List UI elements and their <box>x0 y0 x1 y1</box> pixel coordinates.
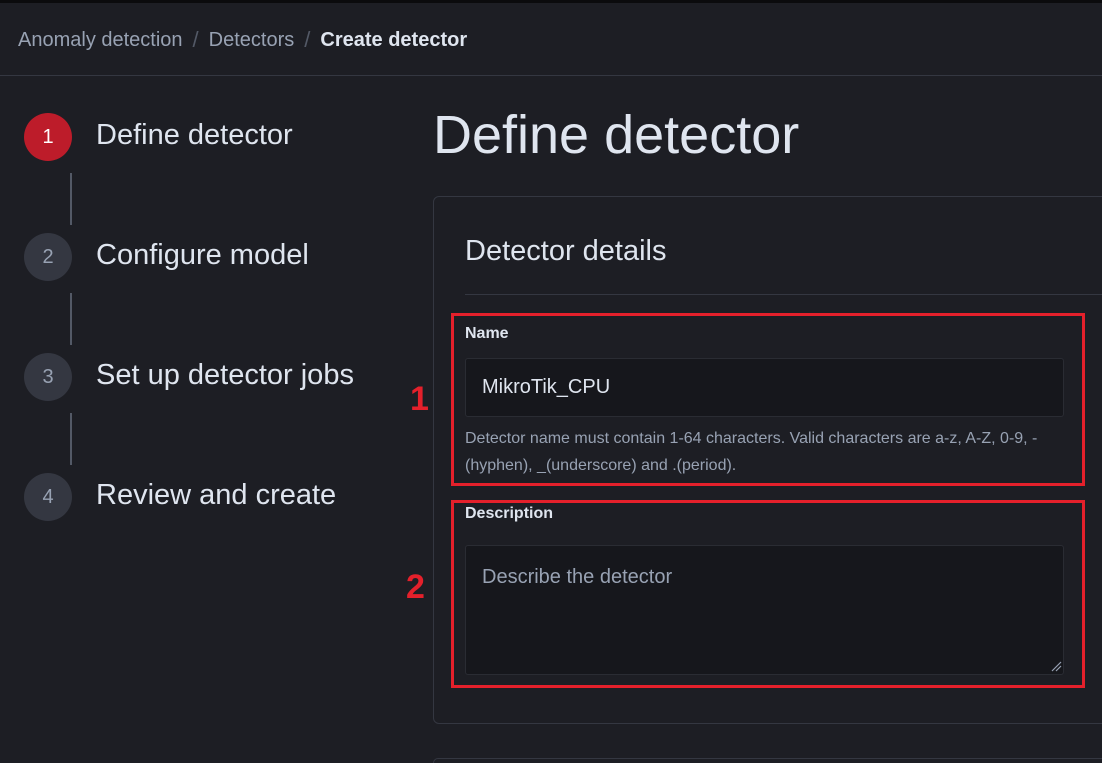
description-textarea[interactable] <box>465 545 1064 675</box>
panel-title: Detector details <box>465 235 667 267</box>
step-connector <box>70 293 72 345</box>
page-title: Define detector <box>433 105 800 165</box>
panel-divider <box>465 294 1102 295</box>
step-define-detector[interactable]: 1 Define detector <box>24 113 424 161</box>
breadcrumb: Anomaly detection / Detectors / Create d… <box>18 27 467 53</box>
annotation-number-2: 2 <box>406 568 425 606</box>
step-title: Review and create <box>96 479 337 511</box>
step-connector <box>70 413 72 465</box>
step-number: 3 <box>24 353 72 401</box>
step-number: 4 <box>24 473 72 521</box>
breadcrumb-separator: / <box>304 27 311 52</box>
step-connector <box>70 173 72 225</box>
step-review-and-create[interactable]: 4 Review and create <box>24 473 424 521</box>
step-title: Define detector <box>96 119 293 151</box>
step-set-up-detector-jobs[interactable]: 3 Set up detector jobs <box>24 353 424 401</box>
name-help-text: Detector name must contain 1-64 characte… <box>465 430 1038 474</box>
step-title: Set up detector jobs <box>96 359 354 391</box>
name-input[interactable] <box>465 358 1064 417</box>
annotation-box-2 <box>451 500 1085 688</box>
next-panel-edge <box>433 758 1102 763</box>
annotation-number-1: 1 <box>410 380 429 418</box>
breadcrumb-separator: / <box>192 27 199 52</box>
breadcrumb-current: Create detector <box>320 28 468 51</box>
annotation-box-1 <box>451 313 1085 486</box>
resize-handle-icon[interactable] <box>1050 660 1062 672</box>
step-number: 2 <box>24 233 72 281</box>
description-field-label: Description <box>465 505 554 522</box>
step-configure-model[interactable]: 2 Configure model <box>24 233 424 281</box>
step-number: 1 <box>24 113 72 161</box>
step-title: Configure model <box>96 239 309 271</box>
name-field-label: Name <box>465 325 509 342</box>
breadcrumb-anomaly-detection[interactable]: Anomaly detection <box>18 28 183 51</box>
breadcrumb-detectors[interactable]: Detectors <box>208 28 295 51</box>
page-header: Anomaly detection / Detectors / Create d… <box>0 0 1102 76</box>
